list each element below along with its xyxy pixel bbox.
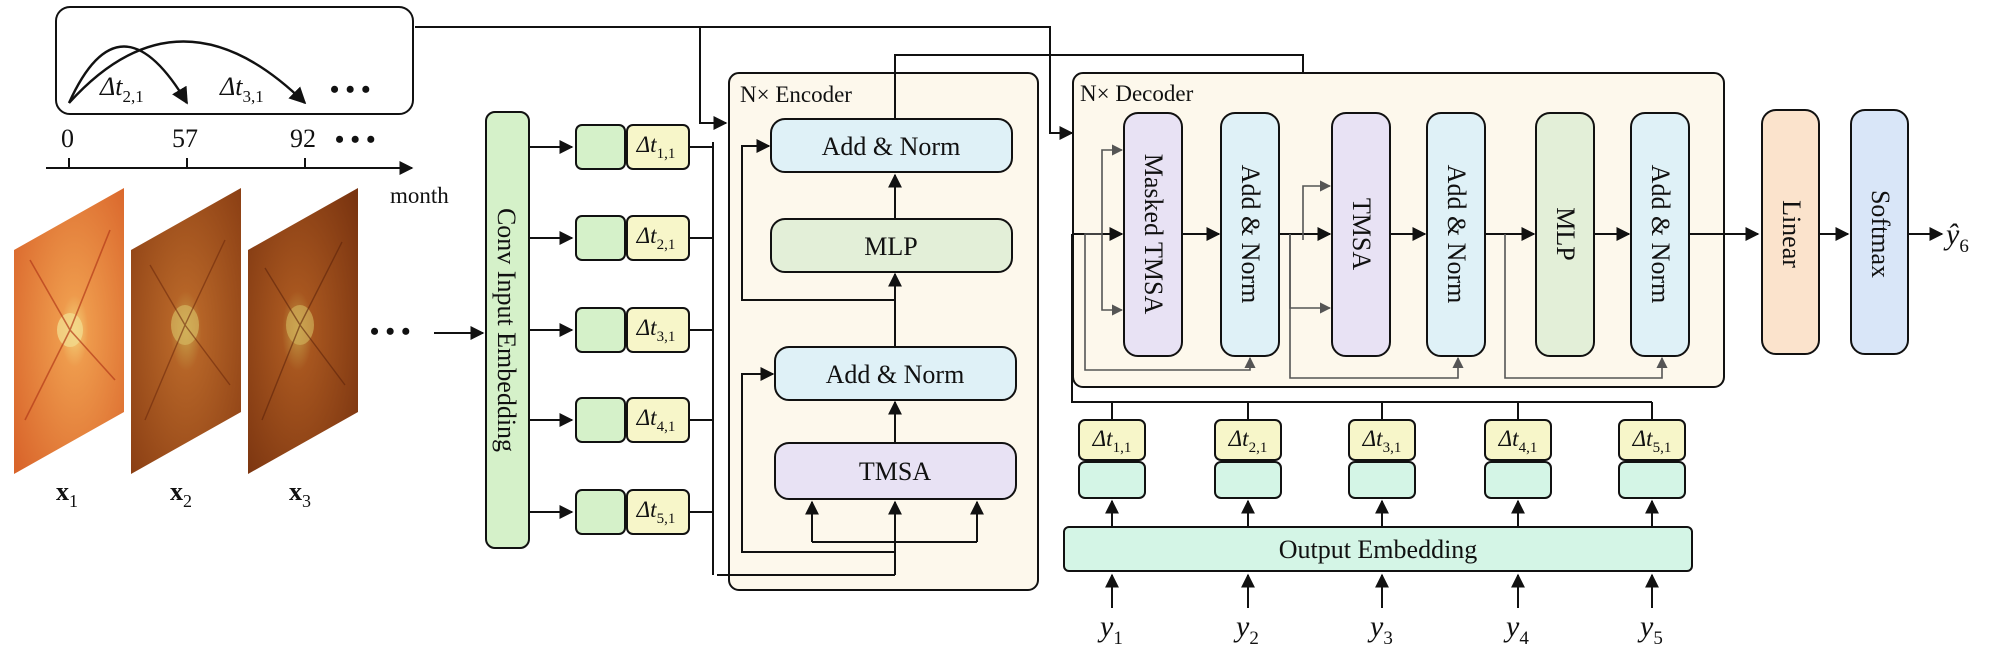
output-column-5: Δt5,1 y5: [1618, 402, 1686, 649]
decoder-add-norm-3-label: Add & Norm: [1646, 165, 1675, 304]
output-column-4: Δt4,1 y4: [1484, 402, 1552, 649]
decoder-mlp-label: MLP: [1551, 207, 1580, 260]
output-token-box: [1348, 461, 1416, 499]
linear-box: [1761, 109, 1820, 355]
decoder-add-norm-1-label: Add & Norm: [1236, 165, 1265, 304]
timeline: Δt2,1 Δt3,1 • • • 0 57 92 • • • month: [46, 6, 449, 208]
input-row-5: Δt5,1: [529, 489, 713, 535]
target-label-5: y5: [1637, 610, 1663, 649]
input-delta-label-5: Δt5,1: [636, 497, 676, 527]
input-row-1: Δt1,1: [529, 124, 713, 170]
images-ellipsis: • • •: [370, 317, 410, 346]
encoder-add-norm-top-label: Add & Norm: [822, 132, 961, 161]
decoder-add-norm-2-label: Add & Norm: [1442, 165, 1471, 304]
target-label-1: y1: [1097, 610, 1123, 649]
output-token-columns: Δt1,1 y1 Δt2,1 y2 Δt3,1 y3 Δt4,1 y4 Δt5,1 y5: [1071, 234, 1686, 649]
output-token-box: [1484, 461, 1552, 499]
timeline-ellipsis-top: • • •: [330, 75, 370, 104]
linear-label: Linear: [1777, 200, 1806, 268]
output-delta-label-5: Δt5,1: [1632, 426, 1672, 456]
conv-input-embedding-label: Conv Input Embedding: [492, 208, 521, 452]
fundus-images: • • • x1 x2 x3: [14, 188, 485, 511]
output-delta-label-1: Δt1,1: [1092, 426, 1132, 456]
decoder-input-bus: [1071, 234, 1652, 403]
output-delta-label-2: Δt2,1: [1228, 426, 1268, 456]
image-label-1: x1: [56, 477, 78, 511]
softmax-label: Softmax: [1866, 190, 1895, 278]
encoder-title: N× Encoder: [740, 82, 852, 107]
output-column-1: Δt1,1 y1: [1078, 402, 1146, 649]
fundus-image-3: [248, 188, 358, 474]
input-token-box: [575, 397, 626, 443]
input-row-4: Δt4,1: [529, 397, 713, 443]
arc-delta-3-1: [68, 40, 307, 105]
output-token-box: [1618, 461, 1686, 499]
target-label-2: y2: [1233, 610, 1259, 649]
decoder-masked-tmsa-label: Masked TMSA: [1139, 154, 1168, 315]
decoder-title: N× Decoder: [1080, 81, 1194, 106]
input-delta-label-1: Δt1,1: [636, 132, 676, 162]
output-embedding-label: Output Embedding: [1279, 535, 1478, 564]
output-delta-label-3: Δt3,1: [1362, 426, 1402, 456]
encoder-tmsa-label: TMSA: [859, 457, 931, 486]
timeline-box: [55, 6, 414, 115]
conv-input-embedding: Conv Input Embedding: [485, 111, 530, 549]
output-column-2: Δt2,1 y2: [1214, 402, 1282, 649]
output-head: Linear Softmax ŷ6: [1689, 109, 1969, 355]
encoder: N× Encoder Add & Norm MLP Add & Norm TMS…: [717, 54, 1332, 591]
arc-label-delta-3-1: Δt3,1: [219, 72, 264, 106]
arc-label-delta-2-1: Δt2,1: [99, 72, 144, 106]
image-label-3: x3: [289, 477, 311, 511]
input-token-box: [575, 307, 626, 353]
prediction-output: ŷ6: [1943, 218, 1969, 257]
tick-label-57: 57: [172, 124, 198, 153]
image-label-2: x2: [170, 477, 192, 511]
encoder-add-norm-top: [770, 118, 1013, 173]
decoder-tmsa-label: TMSA: [1347, 198, 1376, 270]
target-label-3: y3: [1367, 610, 1393, 649]
output-token-box: [1078, 461, 1146, 499]
tick-label-0: 0: [61, 124, 74, 153]
input-delta-label-4: Δt4,1: [636, 405, 676, 435]
input-delta-label-2: Δt2,1: [636, 223, 676, 253]
encoder-mlp: [770, 218, 1013, 273]
input-token-box: [575, 489, 626, 535]
input-row-2: Δt2,1: [529, 215, 713, 261]
output-token-box: [1214, 461, 1282, 499]
decoder: N× Decoder Masked TMSA Add & Norm TMSA A…: [1072, 72, 1725, 388]
tick-label-92: 92: [290, 124, 316, 153]
target-label-4: y4: [1503, 610, 1529, 649]
encoder-add-norm-bottom-label: Add & Norm: [826, 360, 965, 389]
softmax-box: [1850, 109, 1909, 355]
encoder-mlp-label: MLP: [864, 232, 917, 261]
output-embedding-box: [1063, 526, 1693, 572]
input-token-box: [575, 215, 626, 261]
input-row-3: Δt3,1: [529, 307, 713, 353]
arc-delta-2-1: [67, 45, 189, 105]
output-delta-label-4: Δt4,1: [1498, 426, 1538, 456]
input-token-box: [575, 124, 626, 170]
output-column-3: Δt3,1 y3: [1348, 402, 1416, 649]
fundus-image-1: [14, 188, 124, 474]
fundus-image-2: [131, 188, 241, 474]
input-delta-label-3: Δt3,1: [636, 315, 676, 345]
timeline-ellipsis-axis: • • •: [335, 125, 375, 154]
output-embedding: Output Embedding: [1063, 526, 1693, 572]
axis-label-month: month: [390, 183, 449, 208]
